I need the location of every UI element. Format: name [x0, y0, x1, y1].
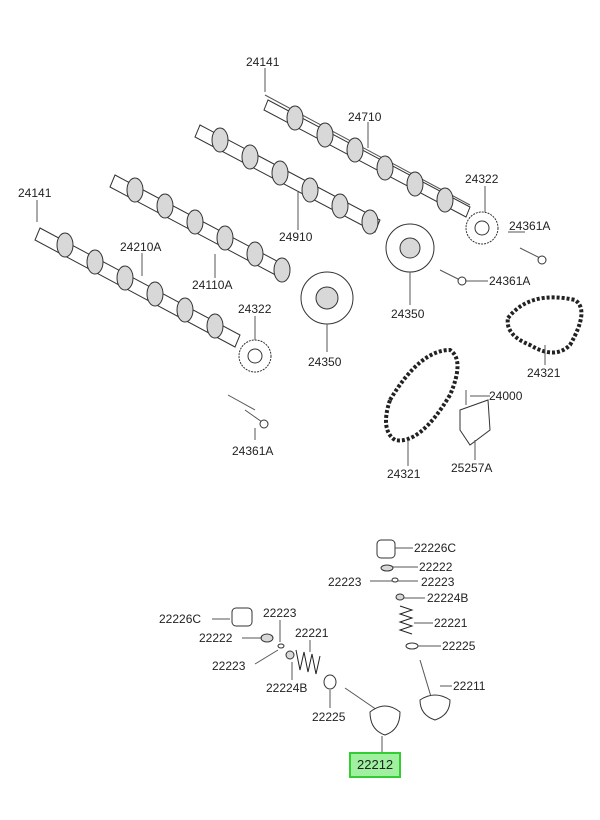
label-22211: 22211 — [453, 679, 486, 693]
label-24210A: 24210A — [120, 240, 162, 254]
label-24141-top: 24141 — [246, 55, 280, 69]
valve-train-right — [376, 539, 451, 721]
label-24910: 24910 — [279, 230, 313, 244]
label-24141-left: 24141 — [18, 186, 52, 200]
label-22226C-right: 22226C — [414, 541, 457, 555]
chain-tensioner — [459, 390, 491, 446]
label-22224B-right: 22224B — [427, 591, 469, 605]
label-22225-right: 22225 — [442, 639, 476, 653]
camshaft-exhaust-rh — [263, 94, 471, 218]
timing-chain-mid — [384, 347, 460, 443]
bolt-right-top — [519, 247, 547, 265]
label-24321-mid: 24321 — [387, 467, 421, 481]
camshaft-intake-rh — [194, 124, 381, 235]
label-24350-right: 24350 — [391, 307, 425, 321]
timing-chain-right — [505, 295, 584, 355]
camshaft-intake-lh — [34, 227, 241, 348]
label-25257A: 25257A — [451, 461, 493, 475]
label-24710: 24710 — [348, 110, 382, 124]
label-22223-right-right: 22223 — [421, 575, 455, 589]
label-22223-left-bottom: 22223 — [212, 659, 246, 673]
label-24322-left: 24322 — [238, 302, 272, 316]
label-22223-left-top: 22223 — [263, 606, 297, 620]
label-22212-highlighted[interactable]: 22212 — [349, 752, 402, 778]
label-24361A-right-mid: 24361A — [489, 274, 531, 288]
label-22222-right: 22222 — [419, 560, 453, 574]
label-24361A-right-top: 24361A — [509, 219, 551, 233]
label-22225-left: 22225 — [312, 710, 346, 724]
bolt-right-mid — [439, 269, 467, 286]
label-24361A-bottom: 24361A — [232, 444, 274, 458]
label-22221-left: 22221 — [295, 626, 329, 640]
label-22224B-left: 22224B — [266, 681, 308, 695]
label-24321-right: 24321 — [527, 366, 561, 380]
bolt-left-bottom — [244, 409, 269, 429]
label-22222-left: 22222 — [199, 631, 233, 645]
valve-train-left — [231, 607, 401, 736]
label-24110A: 24110A — [192, 278, 233, 292]
label-22221-right: 22221 — [434, 616, 468, 630]
label-24322-right: 24322 — [465, 172, 499, 186]
camshaft-exhaust-lh — [109, 174, 291, 283]
label-22223-right-left: 22223 — [328, 575, 362, 589]
label-24000: 24000 — [489, 389, 523, 403]
label-24350-mid: 24350 — [308, 355, 342, 369]
label-22226C-left: 22226C — [159, 612, 202, 626]
